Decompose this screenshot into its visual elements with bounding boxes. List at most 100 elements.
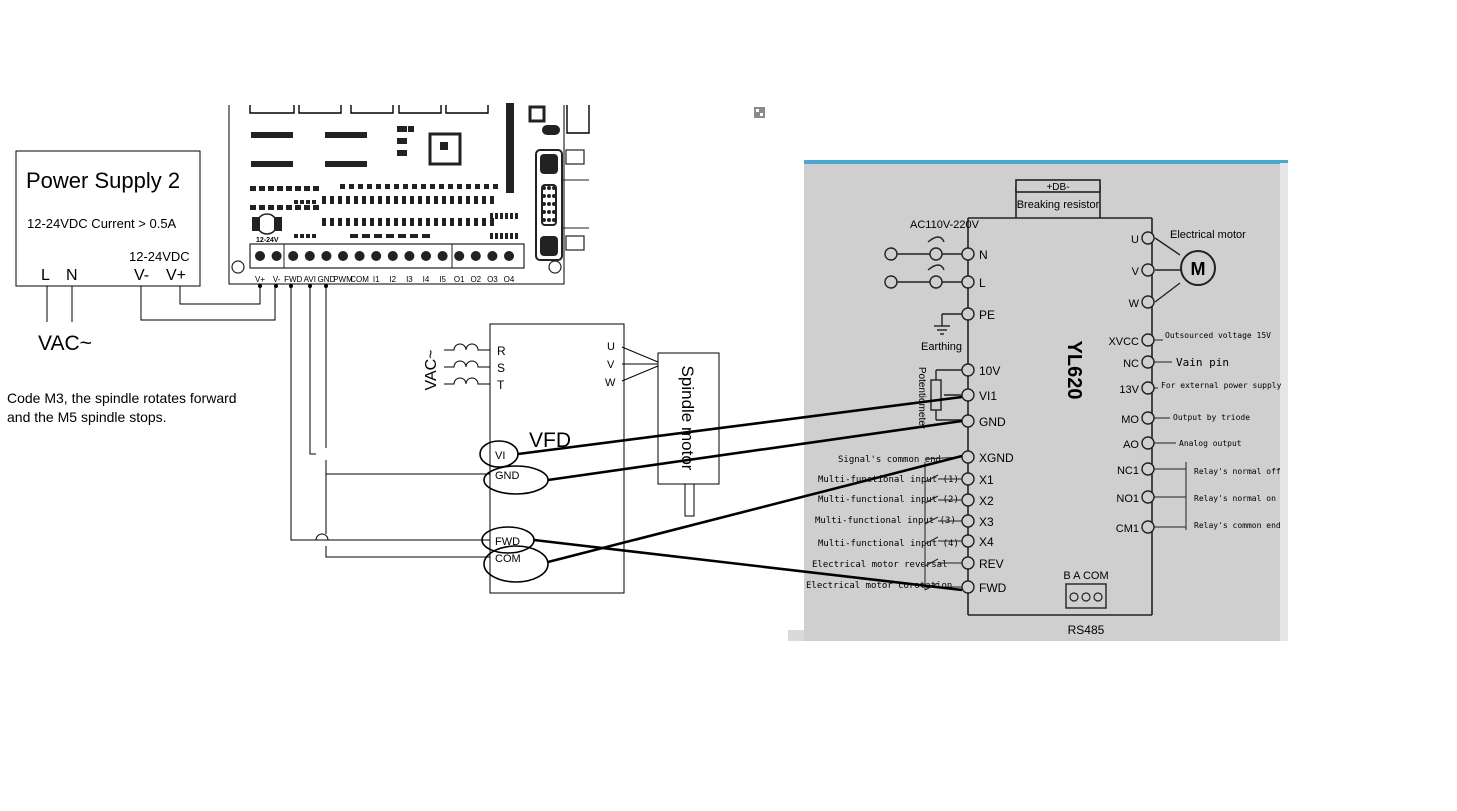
board-terminal-label: V+ [255,275,265,284]
board-terminal-label: I5 [439,275,446,284]
photo-right-terminal-label: 13V [1119,384,1139,396]
power-supply-spec: 12-24VDC Current > 0.5A [27,216,177,231]
photo-left-terminal-label: N [979,248,988,262]
photo-right-terminal [1141,520,1155,534]
board-terminal-label: O4 [504,275,515,284]
terminal-v-minus: V- [134,267,149,284]
wire-junction [274,284,278,288]
photo-right-terminal-label: W [1129,298,1140,310]
photo-right-description: Relay's normal on [1194,494,1276,503]
note-line-2: and the M5 spindle stops. [7,409,167,425]
board-terminal-label: I2 [389,275,396,284]
photo-right-terminal-label: AO [1123,439,1139,451]
board-terminal-screw [470,251,481,261]
photo-right-terminal-label: V [1132,266,1140,278]
rs485-label: RS485 [1068,623,1105,637]
photo-right-description: Relay's common end [1194,521,1281,530]
vfd-input-r: R [497,344,506,358]
photo-left-description: Multi-functional input (3) [815,516,956,526]
photo-left-description: Multi-functional input (4) [818,539,959,549]
photo-left-terminal [961,307,975,321]
terminal-block [249,243,525,269]
power-supply-box [15,150,201,287]
photo-right-description: Analog output [1179,439,1242,448]
photo-top-accent [804,160,1288,164]
photo-right-terminal [1141,231,1155,245]
terminal-v-plus: V+ [166,267,186,284]
photo-left-description: Electrical motor reversal [812,560,947,570]
board-terminal-label: FWD [284,275,302,284]
terminal-n: N [66,267,78,284]
board-terminal-label: AVI [304,275,316,284]
power-supply: Power Supply 2 12-24VDC Current > 0.5A 1… [7,150,276,425]
photo-right-description: Vain pin [1176,356,1229,369]
resistor-label: Breaking resistor [1017,199,1100,211]
photo-right-terminal [1141,263,1155,277]
vfd-box [489,323,625,594]
photo-left-terminal-label: REV [979,557,1004,571]
vfd-output-v: V [607,359,615,371]
photo-left-terminal-label: VI1 [979,389,997,403]
photo-right-terminal-label: MO [1121,414,1139,426]
photo-motor-symbol [1180,250,1216,286]
board-terminal-label: PWM [333,275,353,284]
vfd-vac-label: VAC~ [423,349,440,390]
board-terminal-screw [288,251,299,261]
vfd-output-w: W [605,377,616,389]
board-terminal-label: COM [350,275,369,284]
photo-left-terminal [961,580,975,594]
vfd-terminal-com: COM [495,553,521,565]
photo-left-terminal [961,275,975,289]
vfd-title: VFD [529,429,571,452]
photo-right-terminal [1141,333,1155,347]
ac-input-label: AC110V-220V [910,219,980,231]
board-terminal-label: V- [273,275,281,284]
vfd-schematic: VFD VAC~ R S T U V W Spindle motor VI GN… [290,286,720,594]
board-terminal-label: I4 [423,275,430,284]
note-line-1: Code M3, the spindle rotates forward [7,390,237,406]
wire-junction [258,284,262,288]
vac-label: VAC~ [38,332,92,355]
rs485-pins: B A COM [1063,570,1108,582]
board-terminal-screw [387,251,398,261]
photo-left-terminal [961,414,975,428]
photo-right-description: Relay's normal off [1194,467,1281,476]
vfd-manual-photo: +DB- Breaking resistor YL620 AC110V-220V… [754,107,1288,641]
board-terminal-screw [487,251,498,261]
mount-hole-left [231,260,245,274]
photo-right-terminal [1141,355,1155,369]
mount-hole-right [548,260,562,274]
power-supply-title: Power Supply 2 [26,168,180,193]
vfd-com-ring [483,545,549,583]
vfd-terminal-fwd: FWD [495,536,520,548]
db-connector [535,149,563,261]
photo-left-terminal-label: X3 [979,515,994,529]
board-terminal-screw [255,251,265,261]
photo-right-terminal [1141,295,1155,309]
photo-left-terminal-label: X2 [979,494,994,508]
board-terminal-label: I1 [373,275,380,284]
photo-right-description: Output by triode [1173,413,1250,422]
photo-background [804,163,1284,641]
potentiometer-symbol [930,369,962,421]
photo-left-description: Signal's common end [838,455,941,465]
photo-left-terminal-label: GND [979,415,1006,429]
photo-left-terminal [961,472,975,486]
photo-left-terminal [961,493,975,507]
photo-right-terminal-label: NC [1123,358,1139,370]
photo-right-terminal [1141,411,1155,425]
photo-left-description: Multi-functional input (2) [818,495,959,505]
board-terminal-label: I3 [406,275,413,284]
board-to-vfd-wires [290,286,490,558]
photo-left-terminal [961,247,975,261]
board-terminal-screw [354,251,365,261]
photo-right-terminal-label: NC1 [1117,465,1139,477]
board-terminal-screw [454,251,465,261]
board-terminal-label: O1 [454,275,465,284]
photo-right-terminal-label: XVCC [1108,336,1139,348]
photo-right-description: Outsourced voltage 15V [1165,331,1271,340]
photo-left-terminal-label: X4 [979,535,994,549]
